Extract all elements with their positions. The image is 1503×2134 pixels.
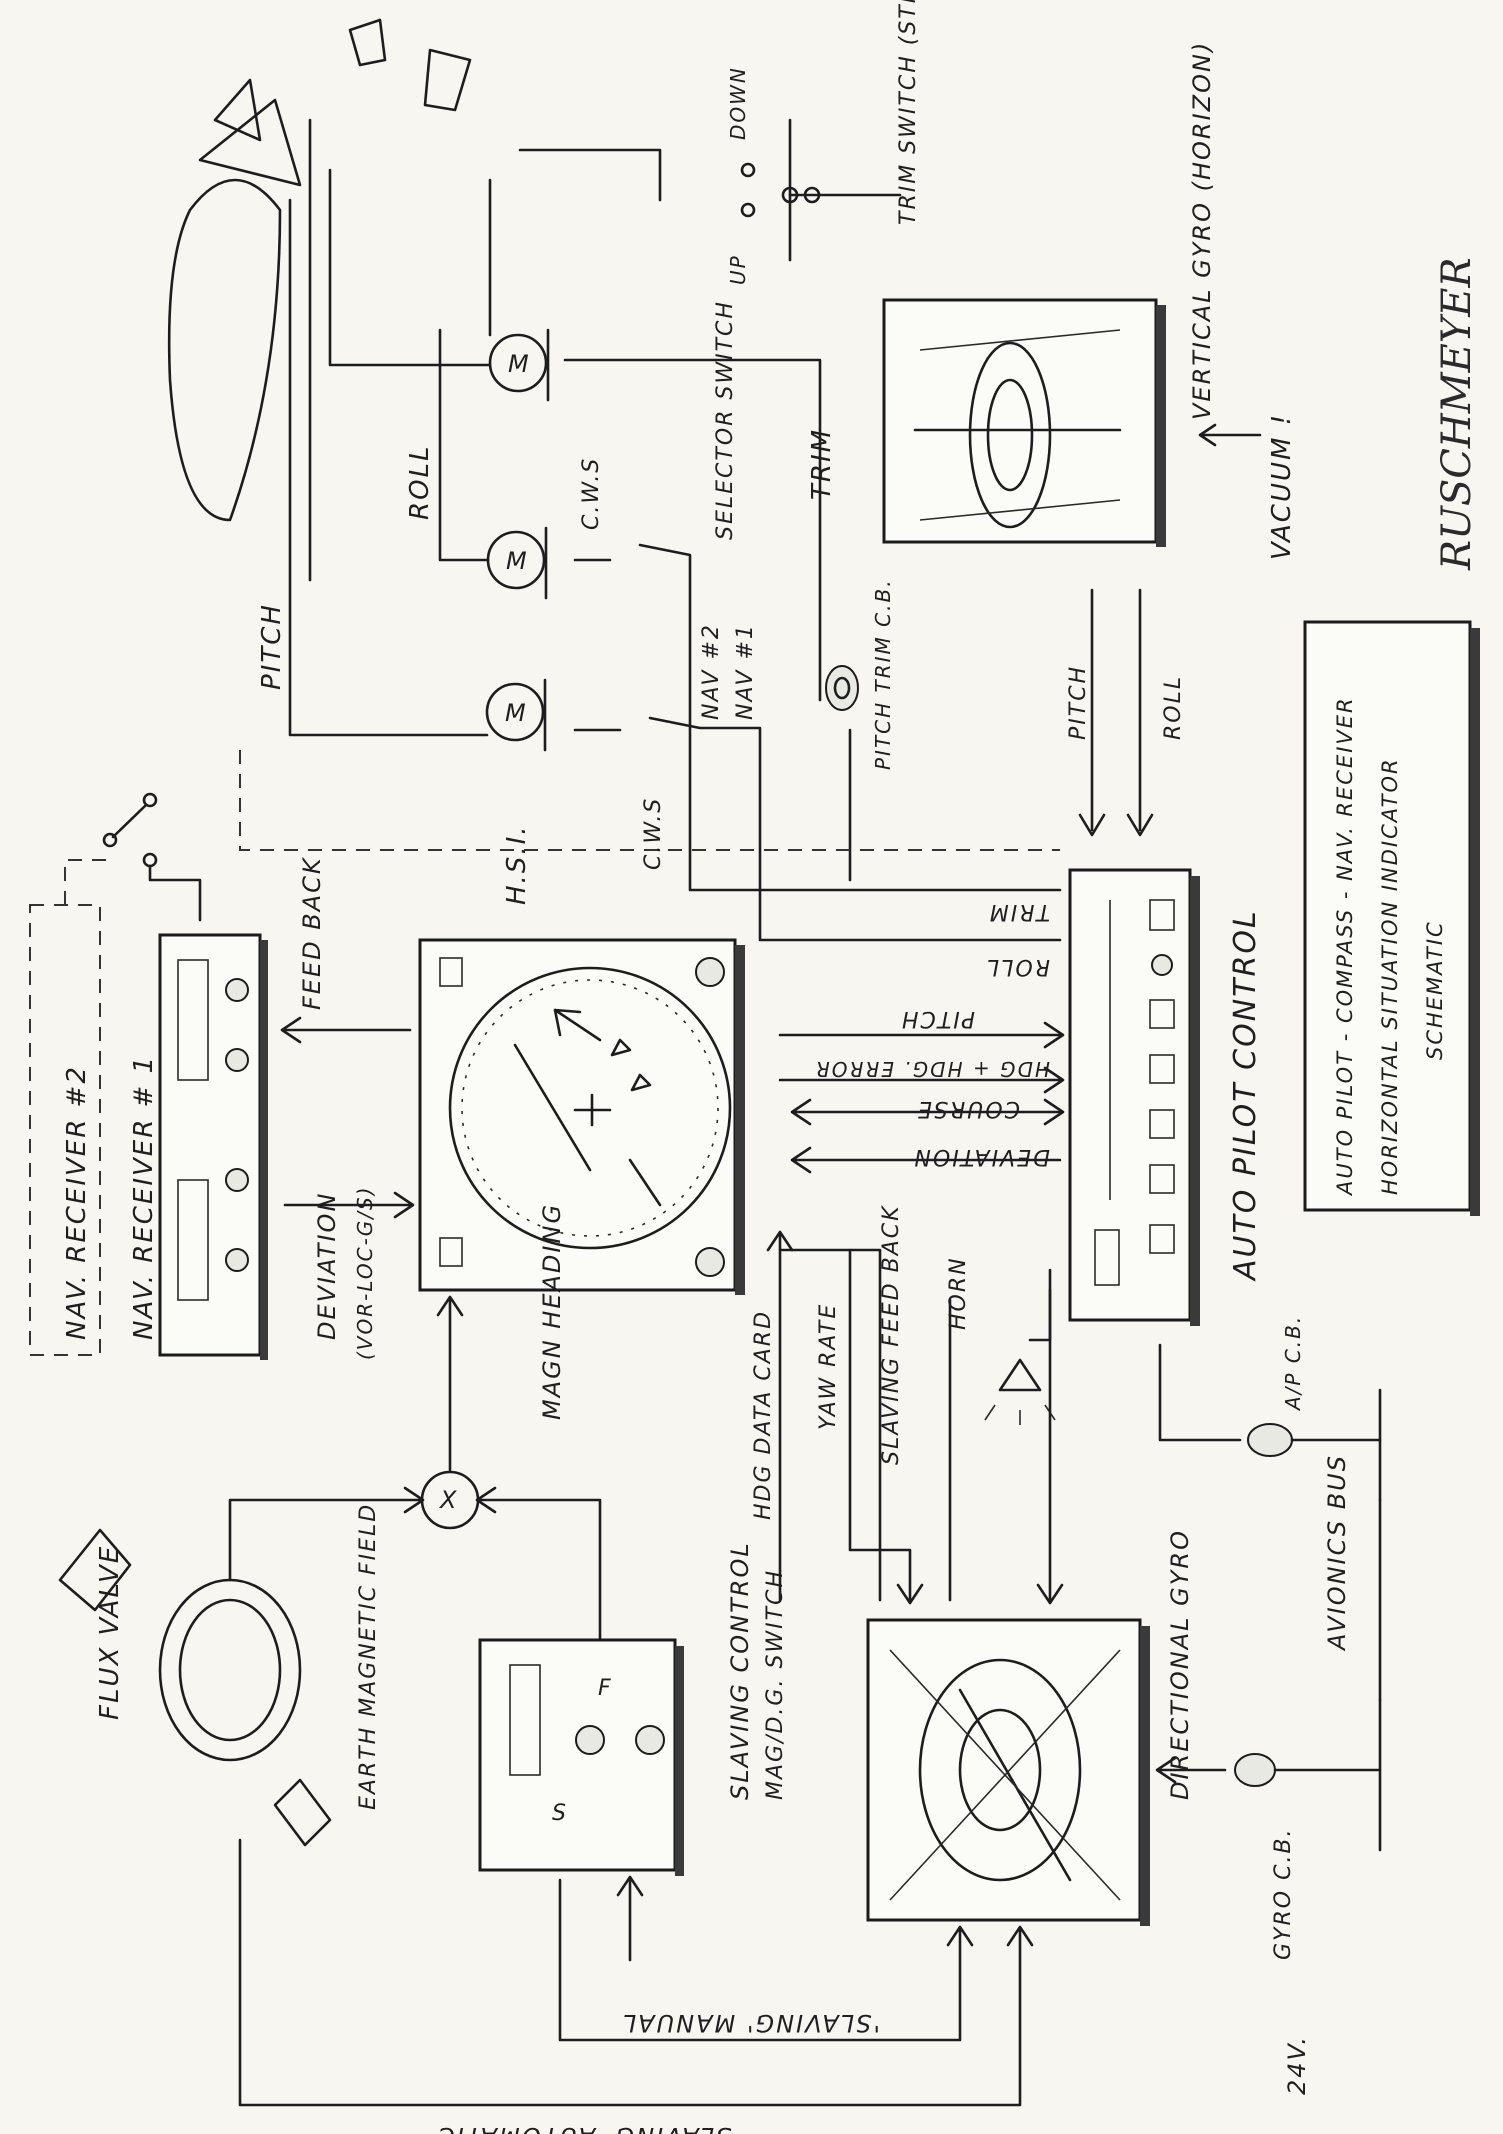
switch-s-label: S: [552, 1801, 568, 1826]
motor-label: M: [508, 350, 531, 378]
flux-valve: [58, 1528, 332, 1847]
hdg-data-card-label: HDG DATA CARD: [751, 1310, 776, 1520]
nav2-selector-label: NAV #2: [699, 623, 724, 720]
gyro-cb-label: GYRO C.B.: [1271, 1827, 1296, 1960]
pitch-vg-label: PITCH: [1066, 665, 1091, 740]
deviation-nav-sub-label: (VOR-LOC-G/S): [353, 1185, 377, 1360]
hdg-error-label: HDG + HDG. ERROR: [814, 1057, 1050, 1081]
hsi-label: H.S.I.: [502, 824, 532, 905]
ap-cb: [1158, 1343, 1382, 1502]
cws-low-label: C.W.S: [641, 797, 666, 870]
bus-pitch-label: PITCH: [900, 1006, 975, 1031]
earth-field-label: EARTH MAGNETIC FIELD: [356, 1503, 381, 1810]
title-line-3: SCHEMATIC: [1423, 920, 1447, 1060]
yaw-rate-label: YAW RATE: [816, 1303, 841, 1430]
pitch-servo: M: [485, 678, 547, 752]
nav-receiver-2-label: NAV. RECEIVER #2: [62, 1065, 92, 1340]
slaving-feedback-label: SLAVING FEED BACK: [879, 1204, 904, 1465]
trim-control-label: TRIM: [807, 428, 837, 500]
course-label: COURSE: [916, 1096, 1020, 1121]
deviation-ap-label: DEVIATION: [912, 1144, 1050, 1169]
cws-servo-top: M: [486, 526, 548, 600]
motor-label: M: [506, 547, 529, 575]
trim-up-label: UP: [726, 254, 750, 285]
pitch-trim-cb-label: PITCH TRIM C.B.: [871, 578, 895, 770]
avionics-bus-label: AVIONICS BUS: [1323, 1454, 1351, 1652]
nav-receiver-1: [158, 933, 268, 1360]
slaving-control-label: SLAVING CONTROL: [726, 1541, 754, 1800]
roll-control-label: ROLL: [405, 444, 435, 520]
hsi-instrument: [418, 938, 745, 1295]
pitch-control-label: PITCH: [257, 603, 287, 690]
selector-switch-label: SELECTOR SWITCH: [713, 300, 738, 540]
v24-label: 24V.: [1283, 2035, 1311, 2095]
ap-cb-label: A/P C.B.: [1281, 1315, 1305, 1412]
roll-servo: M: [488, 328, 550, 402]
feed-back-label: FEED BACK: [298, 856, 326, 1010]
autopilot-control: [1068, 868, 1200, 1326]
vacuum-label: VACUUM !: [1267, 413, 1297, 560]
autopilot-control-label: AUTO PILOT CONTROL: [1228, 909, 1263, 1282]
title-line-1: AUTO PILOT - COMPASS - NAV. RECEIVER: [1333, 696, 1357, 1197]
nav-receiver-2: [29, 750, 1060, 1356]
slaving-switch-label: MAG/D.G. SWITCH: [763, 1569, 788, 1800]
trim-down-label: DOWN: [726, 66, 750, 140]
switch-f-label: F: [598, 1676, 613, 1701]
title-line-2: HORIZONTAL SITUATION INDICATOR: [1378, 757, 1402, 1195]
vertical-gyro: [882, 298, 1262, 547]
deviation-nav-label: DEVIATION: [313, 1192, 341, 1340]
directional-gyro-label: DIRECTIONAL GYRO: [1166, 1529, 1194, 1800]
cws-top-label: C.W.S: [579, 457, 604, 530]
flux-valve-label: FLUX VALVE: [95, 1545, 125, 1720]
slaving-automatic-label: 'SLAVING' AUTOMATIC: [436, 2122, 740, 2134]
directional-gyro: [866, 1618, 1150, 1926]
roll-vg-label: ROLL: [1161, 675, 1186, 740]
pitch-trim-cb: [825, 665, 859, 711]
control-surfaces: [167, 18, 472, 522]
title-block: [1303, 620, 1480, 1216]
magn-heading-label: MAGN HEADING: [538, 1203, 566, 1420]
gyro-cb: [1155, 1498, 1382, 1852]
nav1-selector-label: NAV #1: [733, 623, 758, 720]
trim-switch: [740, 118, 902, 262]
bus-trim-label: TRIM: [988, 899, 1050, 924]
trim-switch-label: TRIM SWITCH (STICK): [896, 0, 921, 225]
motor-label: M: [505, 699, 528, 727]
nav-receiver-1-label: NAV. RECEIVER # 1: [129, 1055, 159, 1340]
selector-switch: [102, 792, 202, 922]
signature: RUSCHMEYER: [1434, 257, 1480, 571]
horn-label: HORN: [946, 1256, 971, 1330]
vertical-gyro-label: VERTICAL GYRO (HORIZON): [1188, 41, 1216, 420]
slaving-manual-label: 'SLAVING' MANUAL: [621, 2009, 880, 2037]
slaving-control: [478, 1638, 684, 1876]
bus-roll-label: ROLL: [985, 954, 1050, 979]
summer-label: X: [438, 1486, 458, 1514]
